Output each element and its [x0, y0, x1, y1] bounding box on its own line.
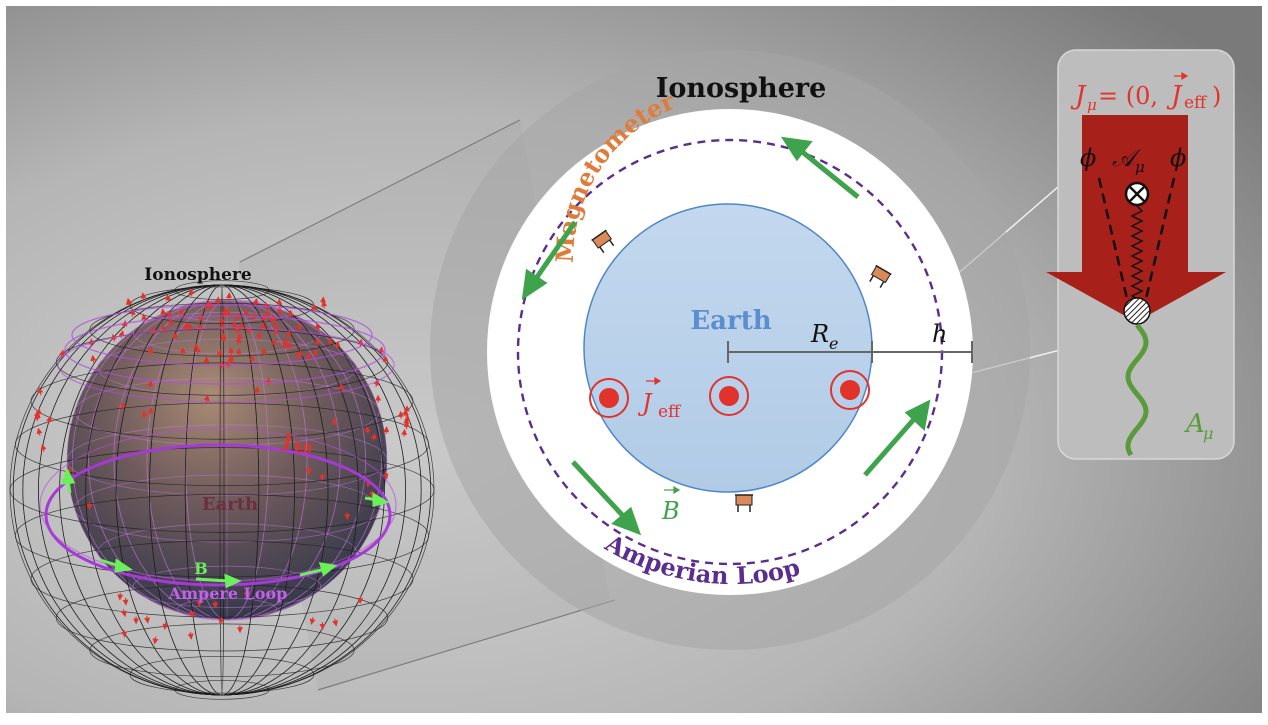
- current-eq-eff: eff: [1184, 93, 1208, 113]
- hatched-vertex: [1124, 298, 1150, 324]
- feynman-panel: J μ = (0, J eff ) ϕ ϕ 𝒜 μ A μ: [1046, 50, 1234, 459]
- photon-subscript: μ: [1203, 424, 1213, 443]
- re-label: R: [810, 320, 829, 348]
- cross-earth-label: Earth: [690, 306, 771, 336]
- cross-b-label: B: [661, 497, 680, 525]
- globe-b-label: B: [194, 559, 208, 578]
- current-eq-middle: = (0,: [1098, 82, 1158, 110]
- otimes-vertex: [1126, 183, 1148, 205]
- current-eq-close: ): [1212, 82, 1221, 110]
- cal-a-subscript: μ: [1135, 158, 1145, 176]
- current-eq-mu: μ: [1087, 96, 1097, 114]
- h-label: h: [932, 320, 947, 348]
- globe-loop-label: Ampere Loop: [168, 584, 288, 603]
- globe-j-subscript: eff: [295, 442, 314, 456]
- cross-ionosphere-label: Ionosphere: [656, 73, 827, 104]
- cross-j-subscript: eff: [658, 402, 682, 422]
- globe-earth-label: Earth: [202, 494, 258, 515]
- globe-ionosphere-label: Ionosphere: [144, 265, 252, 285]
- photon-label: A: [1184, 409, 1205, 439]
- re-subscript: e: [829, 334, 838, 353]
- phi-right-label: ϕ: [1170, 144, 1186, 172]
- cross-section-figure: Ionosphere Magnetometer Amperian Loop Ea…: [430, 50, 1030, 650]
- phi-left-label: ϕ: [1080, 144, 1096, 172]
